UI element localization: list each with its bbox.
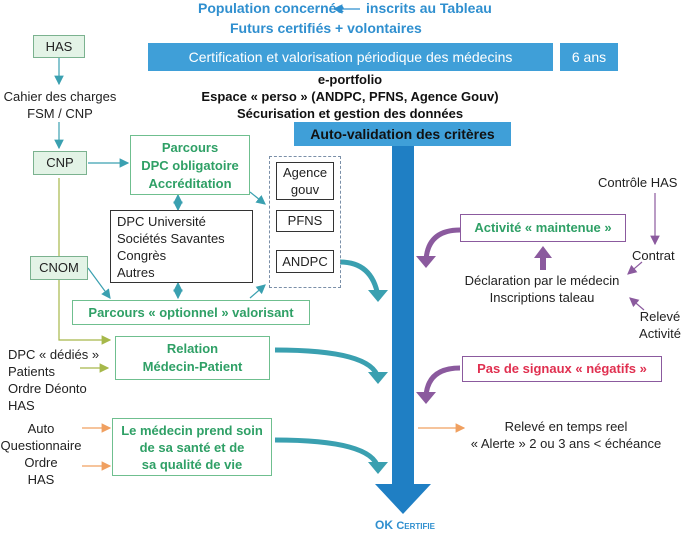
e-portfolio-block: e-portfolio Espace « perso » (ANDPC, PFN… <box>170 71 530 122</box>
parcours-obligatoire-box: Parcours DPC obligatoire Accréditation <box>130 135 250 195</box>
certifie-label: Certifie <box>396 520 435 532</box>
sante-box: Le médecin prend soin de sa santé et de … <box>112 418 272 476</box>
sante-line1: Le médecin prend soin <box>121 423 263 438</box>
pfns-box: PFNS <box>276 210 334 232</box>
portfolio-line2: Espace « perso » (ANDPC, PFNS, Agence Go… <box>201 89 499 104</box>
releve-temps-line2: « Alerte » 2 ou 3 ans < échéance <box>470 436 662 451</box>
relation-source-line4: HAS <box>8 398 35 413</box>
ok-certifie-label: OK Certifie <box>360 518 450 532</box>
releve-to-declaration-arrow <box>629 297 645 311</box>
releve-line1: Relevé <box>639 309 681 324</box>
ok-label: OK <box>375 518 394 532</box>
contrat-label: Contrat <box>632 248 675 263</box>
main-arrow-head <box>375 484 431 514</box>
releve-temps-line1: Relevé en temps reel <box>504 419 628 434</box>
cahier-line2: FSM / CNP <box>27 106 93 121</box>
declaration-block: Déclaration par le médecin Inscriptions … <box>452 272 632 306</box>
sante-source-line3: Ordre <box>24 455 58 470</box>
certification-banner: Certification et valorisation périodique… <box>148 43 553 71</box>
dpc-line1: DPC Université <box>117 214 206 229</box>
population-label: Population concernée <box>198 0 345 16</box>
sante-source-line1: Auto <box>27 421 55 436</box>
sante-line2: de sa santé et de <box>139 440 245 455</box>
releve-line2: Activité <box>639 326 681 341</box>
pas-signaux-box: Pas de signaux « négatifs » <box>462 356 662 382</box>
relation-line1: Relation <box>166 341 219 356</box>
agence-line1: Agence <box>282 165 328 180</box>
cnp-to-relation-line <box>58 178 112 345</box>
relation-curve-arrow <box>274 347 381 379</box>
andpc-box: ANDPC <box>276 250 334 273</box>
cnp-box: CNP <box>33 151 87 175</box>
parcours-line3: Accréditation <box>148 176 232 191</box>
portfolio-line1: e-portfolio <box>317 72 383 87</box>
activite-curve-arrow <box>423 227 461 261</box>
declaration-line2: Inscriptions taleau <box>489 290 595 305</box>
sante-curve-arrow <box>274 437 381 469</box>
cnom-to-optionnel-arrow <box>87 267 111 299</box>
inscrits-label: inscrits au Tableau <box>366 0 492 16</box>
activite-maintenue-box: Activité « maintenue » <box>460 214 626 242</box>
relation-sources: DPC « dédiés » Patients Ordre Déonto HAS <box>8 346 99 414</box>
sante-line3: sa qualité de vie <box>141 457 243 472</box>
sante-source-line2: Questionnaire <box>0 438 82 453</box>
optionnel-to-group-arrow <box>249 284 266 299</box>
dpc-line2: Sociétés Savantes <box>117 231 225 246</box>
controle-has-label: Contrôle HAS <box>598 175 678 190</box>
dashed-group <box>269 156 341 288</box>
dpc-list-box: DPC Université Sociétés Savantes Congrès… <box>110 210 253 283</box>
parcours-optionnel-box: Parcours « optionnel » valorisant <box>72 300 310 325</box>
agence-gouv-box: Agence gouv <box>276 162 334 200</box>
parcours-line2: DPC obligatoire <box>141 158 239 173</box>
cnom-box: CNOM <box>30 256 88 280</box>
six-ans-badge: 6 ans <box>560 43 618 71</box>
cahier-line1: Cahier des charges <box>3 89 117 104</box>
releve-activite: Relevé Activité <box>630 308 690 342</box>
relation-line2: Médecin-Patient <box>142 359 243 374</box>
auto-validation-banner: Auto-validation des critères <box>294 122 511 146</box>
relation-source-line3: Ordre Déonto <box>8 381 87 396</box>
signaux-curve-arrow <box>423 365 461 397</box>
agence-line2: gouv <box>290 182 320 197</box>
main-arrow-shaft <box>392 144 414 484</box>
declaration-line1: Déclaration par le médecin <box>464 273 620 288</box>
parcours-line1: Parcours <box>161 140 219 155</box>
portfolio-line3: Sécurisation et gestion des données <box>236 106 464 121</box>
parcours-to-group-arrow <box>249 191 266 205</box>
relation-source-line1: DPC « dédiés » <box>8 347 100 362</box>
futurs-label: Futurs certifiés + volontaires <box>230 20 422 36</box>
contrat-to-declaration-arrow <box>627 261 643 275</box>
sante-source-line4: HAS <box>27 472 55 487</box>
cahier-des-charges: Cahier des charges FSM / CNP <box>0 88 120 122</box>
dpc-line4: Autres <box>117 265 155 280</box>
releve-temps-block: Relevé en temps reel « Alerte » 2 ou 3 a… <box>448 418 684 452</box>
sante-sources: Auto Questionnaire Ordre HAS <box>0 420 82 488</box>
has-box: HAS <box>33 35 85 58</box>
declaration-to-activite-arrow <box>534 246 552 258</box>
relation-box: Relation Médecin-Patient <box>115 336 270 380</box>
dpc-line3: Congrès <box>117 248 167 263</box>
relation-source-line2: Patients <box>8 364 55 379</box>
